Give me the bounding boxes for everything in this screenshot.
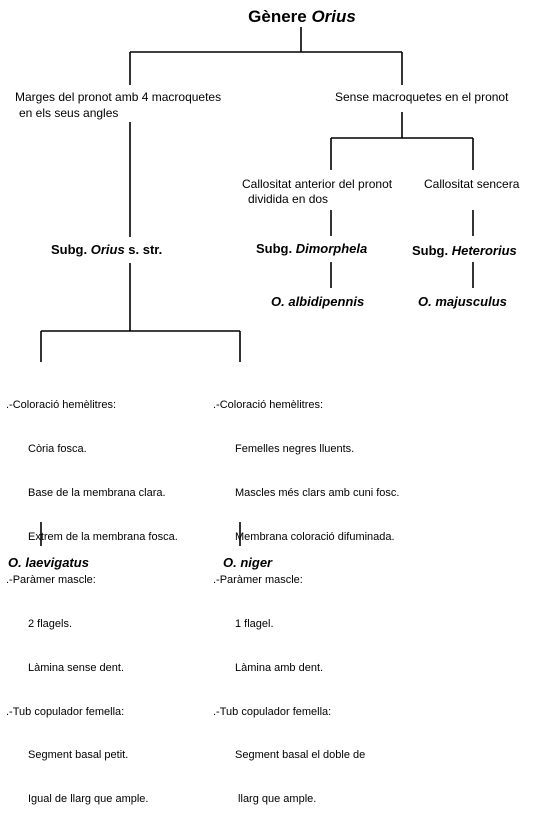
- dimorphela-criterion-line1: Callositat anterior del pronot: [242, 177, 393, 191]
- species-albidipennis: O. albidipennis: [271, 294, 365, 309]
- character-item: 1 flagel.: [235, 618, 274, 631]
- title-prefix: Gènere: [248, 7, 312, 26]
- species-niger: O. niger: [223, 555, 273, 570]
- character-item: Segment basal el doble de: [235, 749, 366, 762]
- character-item: Igual de llarg que ample.: [28, 793, 149, 806]
- character-item: Membrana coloració difuminada.: [235, 530, 395, 543]
- character-item: Femelles negres lluents.: [235, 442, 355, 455]
- dimorphela-criterion-line2: dividida en dos: [248, 192, 329, 206]
- species-majusculus: O. majusculus: [418, 294, 507, 309]
- character-item: Còria fosca.: [28, 442, 87, 455]
- niger-characters: .-Coloració hemèlitres: Femelles negres …: [213, 369, 399, 821]
- character-item: Mascles més clars amb cuni fosc.: [235, 486, 400, 499]
- character-item: llarg que ample.: [235, 793, 317, 806]
- character-heading: .-Tub copulador femella:: [6, 705, 125, 718]
- character-item: Extrem de la membrana fosca.: [28, 530, 178, 543]
- character-item: Làmina amb dent.: [235, 661, 324, 674]
- subgenus-heterorius: Subg. Heterorius: [412, 243, 517, 258]
- character-item: Làmina sense dent.: [28, 661, 125, 674]
- heterorius-criterion: Callositat sencera: [424, 177, 520, 191]
- character-heading: .-Coloració hemèlitres:: [213, 399, 324, 412]
- right-branch-label: Sense macroquetes en el pronot: [335, 90, 509, 104]
- character-item: Segment basal petit.: [28, 749, 129, 762]
- character-item: Base de la membrana clara.: [28, 486, 166, 499]
- left-branch-label-line1: Marges del pronot amb 4 macroquetes: [15, 90, 222, 104]
- diagram-title: Gènere Orius: [0, 7, 537, 27]
- subgenus-orius: Subg. Orius s. str.: [51, 242, 163, 257]
- character-heading: .-Tub copulador femella:: [213, 705, 332, 718]
- subgenus-dimorphela: Subg. Dimorphela: [256, 241, 368, 256]
- title-genus: Orius: [311, 7, 356, 26]
- character-item: 2 flagels.: [28, 618, 73, 631]
- tree-connector-lines: [40, 27, 474, 546]
- laevigatus-characters: .-Coloració hemèlitres: Còria fosca. Bas…: [6, 369, 178, 821]
- species-laevigatus: O. laevigatus: [8, 555, 89, 570]
- character-heading: .-Coloració hemèlitres:: [6, 399, 117, 412]
- left-branch-label-line2: en els seus angles: [19, 106, 119, 120]
